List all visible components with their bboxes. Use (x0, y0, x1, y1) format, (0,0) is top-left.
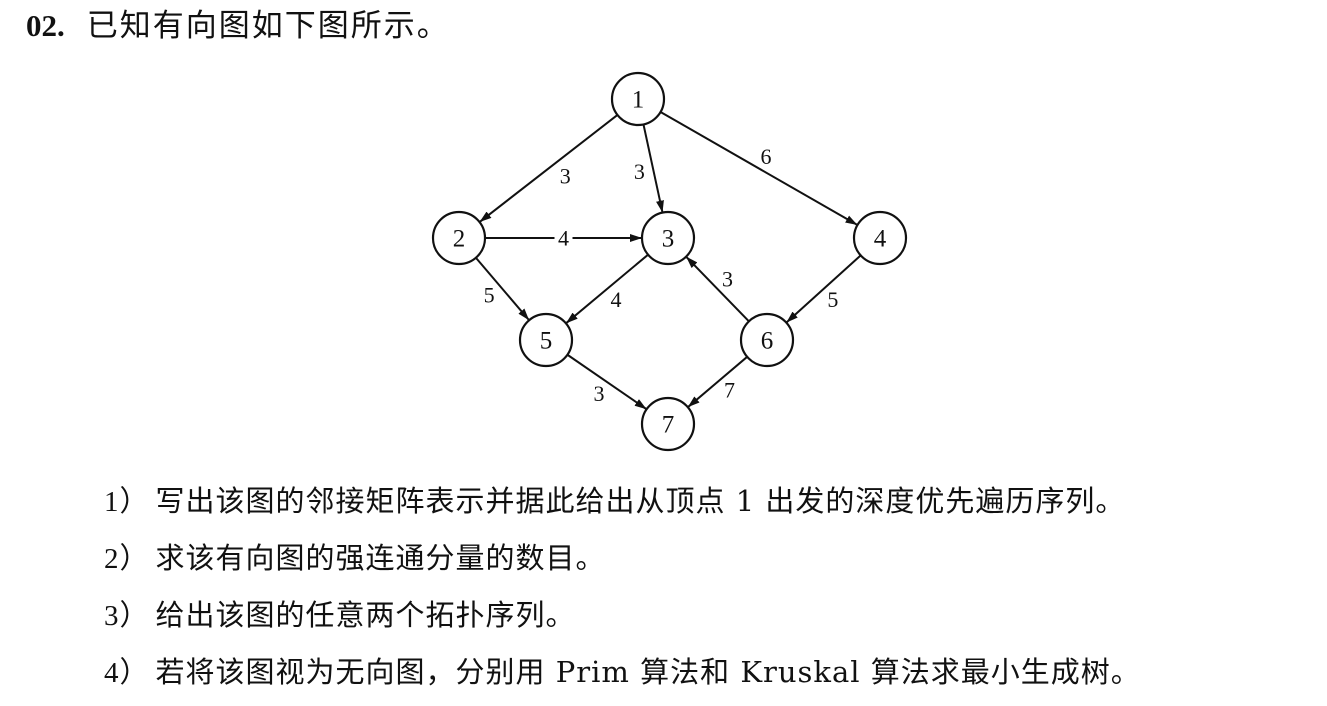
subquestion-1: 1）写出该图的邻接矩阵表示并据此给出从顶点 1 出发的深度优先遍历序列。 (104, 478, 1304, 535)
edge-4-to-6 (785, 254, 862, 324)
subquestion-text: 给出该图的任意两个拓扑序列。 (155, 598, 576, 632)
subquestion-text: 求该有向图的强连通分量的数目。 (155, 541, 606, 575)
graph-node-2: 2 (431, 210, 487, 266)
graph-node-5: 5 (518, 312, 574, 368)
subquestion-number: 1） (104, 486, 150, 518)
subquestion-number: 3） (104, 600, 150, 632)
directed-graph-figure: 3 3 6 4 5 4 5 3 3 7 1 2 3 4 5 6 7 (431, 71, 908, 452)
node-label: 2 (453, 226, 466, 253)
edge-1-to-3 (642, 124, 664, 213)
subquestion-list: 1）写出该图的邻接矩阵表示并据此给出从顶点 1 出发的深度优先遍历序列。 2）求… (104, 478, 1304, 706)
node-label: 6 (761, 328, 774, 355)
edge-weight-label: 5 (484, 282, 495, 307)
node-circle (431, 210, 487, 266)
node-label: 4 (874, 226, 887, 253)
edge-weight-label: 6 (760, 144, 771, 169)
subquestion-4: 4）若将该图视为无向图，分别用 Prim 算法和 Kruskal 算法求最小生成… (104, 649, 1304, 706)
node-label: 1 (632, 87, 645, 114)
edge-weight-label: 4 (558, 226, 569, 251)
subquestion-text: 写出该图的邻接矩阵表示并据此给出从顶点 1 出发的深度优先遍历序列。 (155, 484, 1126, 518)
node-label: 7 (662, 412, 675, 439)
subquestion-3: 3）给出该图的任意两个拓扑序列。 (104, 592, 1304, 649)
nodes-layer: 1 2 3 4 5 6 7 (431, 71, 908, 452)
edge-3-to-5 (565, 253, 649, 325)
problem-header: 02. 已知有向图如下图所示。 (26, 6, 450, 46)
edge-2-to-5 (475, 257, 530, 321)
node-circle (640, 396, 696, 452)
edge-6-to-7 (687, 356, 748, 408)
edge-1-to-2 (478, 114, 619, 223)
graph-node-6: 6 (739, 312, 795, 368)
node-circle (610, 71, 666, 127)
problem-stem: 已知有向图如下图所示。 (86, 8, 450, 44)
graph-node-3: 3 (640, 210, 696, 266)
edge-weight-label: 5 (827, 287, 838, 312)
edges-layer: 3 3 6 4 5 4 5 3 3 7 (475, 111, 862, 411)
graph-node-7: 7 (640, 396, 696, 452)
edge-weight-label: 3 (722, 267, 733, 292)
node-label: 5 (540, 328, 553, 355)
edge-weight-label: 3 (634, 159, 645, 184)
edge-5-to-7 (566, 353, 648, 411)
edge-6-to-3 (685, 255, 750, 323)
node-label: 3 (662, 226, 675, 253)
node-circle (518, 312, 574, 368)
node-circle (739, 312, 795, 368)
edge-weight-label: 7 (724, 378, 735, 403)
subquestion-2: 2）求该有向图的强连通分量的数目。 (104, 535, 1304, 592)
subquestion-text: 若将该图视为无向图，分别用 Prim 算法和 Kruskal 算法求最小生成树。 (155, 655, 1141, 689)
edge-weight-label: 3 (560, 163, 571, 188)
node-circle (640, 210, 696, 266)
graph-node-4: 4 (852, 210, 908, 266)
problem-number: 02. (26, 8, 65, 43)
edge-label-background (554, 226, 573, 250)
edge-1-to-4 (660, 111, 858, 226)
edge-weight-label: 4 (610, 287, 621, 312)
subquestion-number: 2） (104, 543, 150, 575)
graph-node-1: 1 (610, 71, 666, 127)
edge-weight-label: 3 (594, 381, 605, 406)
subquestion-number: 4） (104, 657, 150, 689)
node-circle (852, 210, 908, 266)
